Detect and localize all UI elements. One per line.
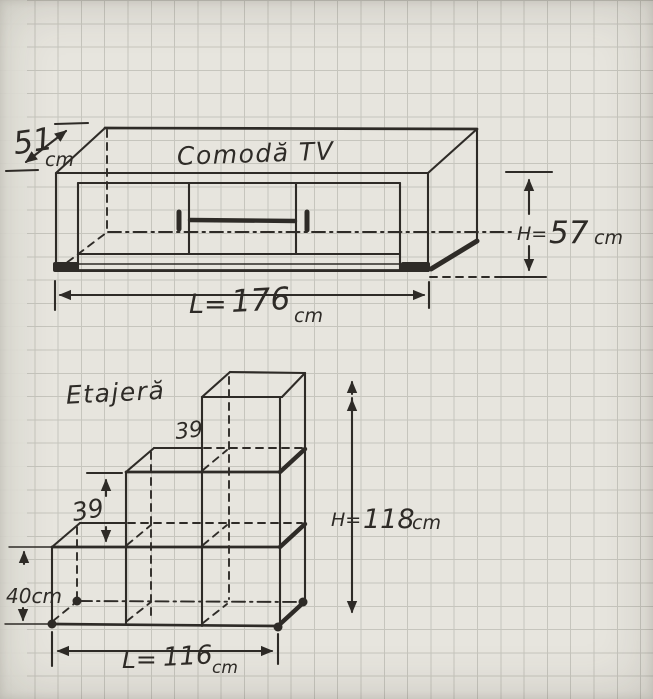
shelf-height-dimension: H= 118 cm	[331, 380, 441, 614]
shelf-unit-title: Etajeră	[65, 376, 166, 410]
tv-shelf-line	[187, 217, 298, 224]
shelf-step-lower-label: 39	[70, 493, 106, 527]
tv-height-prefix-label: H=	[517, 223, 547, 245]
shelf-height-unit-label: cm	[412, 512, 441, 534]
shelf-base-height-label: 40cm	[6, 584, 62, 608]
shelf-length-unit-label: cm	[212, 658, 238, 678]
tv-depth-unit-label: cm	[45, 149, 74, 171]
tv-length-dimension: L= 176 cm	[53, 279, 431, 327]
tv-height-value-label: 57	[549, 215, 589, 251]
shelf-unit-hidden-lines	[52, 376, 303, 624]
shelf-unit-solid-lines	[50, 370, 308, 629]
tv-stand-feet	[53, 238, 480, 272]
shelf-unit-drawing: Etajeră 39 39 40cm	[4, 370, 441, 678]
shelf-step-lower-dimension: 39	[70, 471, 124, 543]
shelf-step-upper-label: 39	[174, 417, 204, 445]
tv-depth-value-label: 51	[11, 121, 55, 162]
shelf-length-prefix-label: L=	[122, 645, 157, 674]
paper-left-margin	[0, 0, 27, 699]
shelf-height-prefix-label: H=	[331, 509, 361, 531]
tv-length-prefix-label: L=	[189, 289, 227, 320]
shelf-length-value-label: 116	[162, 640, 213, 673]
tv-depth-dimension: 51 cm	[4, 121, 90, 173]
tv-height-dimension: H= 57 cm	[496, 170, 623, 279]
tv-length-value-label: 176	[230, 281, 291, 320]
tv-stand-title: Comodă TV	[177, 136, 336, 170]
shelf-base-height-dimension: 40cm	[4, 546, 62, 625]
shelf-length-dimension: L= 116 cm	[50, 630, 280, 678]
shelf-height-value-label: 118	[363, 504, 415, 535]
tv-stand-solid-lines	[54, 126, 479, 273]
tv-height-unit-label: cm	[594, 227, 623, 249]
tv-stand-drawing: 51 cm Comodă TV H= 57 cm L= 176	[4, 121, 623, 327]
tv-length-unit-label: cm	[294, 305, 323, 327]
